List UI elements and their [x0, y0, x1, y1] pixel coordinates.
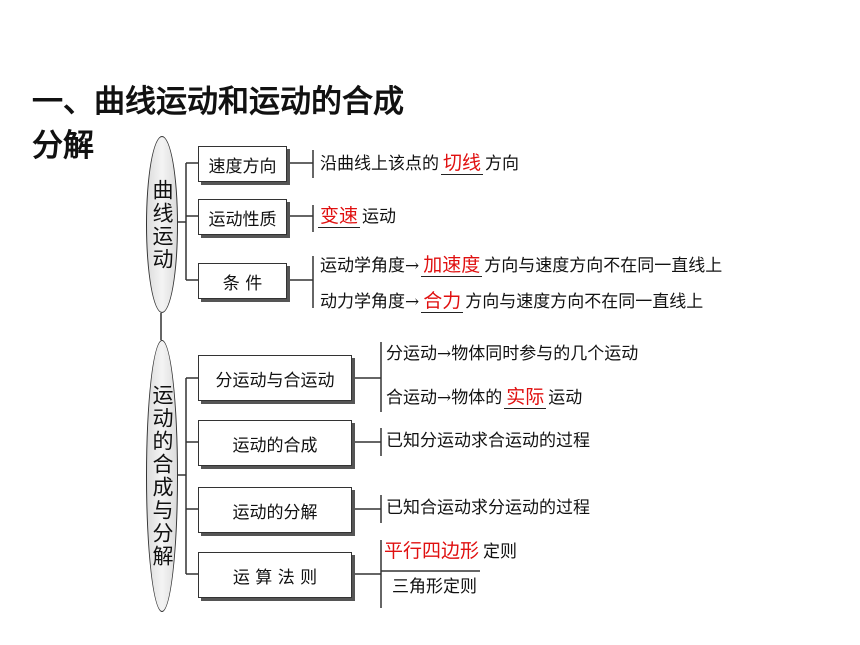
dynamics-condition-text: 动力学角度→合力方向与速度方向不在同一直线上: [320, 290, 703, 313]
box-operation-rule: 运 算 法 则: [198, 552, 352, 598]
box-label: 分运动与合运动: [215, 370, 335, 391]
box-label: 运 算 法 则: [232, 567, 318, 588]
composition-process-text: 已知分运动求合运动的过程: [386, 430, 590, 452]
box-condition: 条 件: [198, 263, 287, 299]
text-post: 方向与速度方向不在同一直线上: [484, 256, 723, 276]
title-line-2: 分解: [32, 128, 94, 164]
answer-tangent: 切线: [441, 152, 484, 175]
box-composition: 运动的合成: [198, 420, 352, 466]
decomposition-process-text: 已知合运动求分运动的过程: [386, 497, 590, 519]
box-label: 运动的分解: [232, 502, 318, 523]
composition-label: 运动的合成与分解: [150, 384, 174, 568]
title-line-1: 一、曲线运动和运动的合成: [32, 84, 404, 120]
box-label: 运动性质: [208, 209, 277, 230]
answer-net-force: 合力: [421, 290, 464, 313]
text-pre: 动力学角度→: [320, 292, 420, 312]
text-post: 方向: [485, 154, 520, 174]
text-pre: 运动学角度→: [320, 256, 420, 276]
box-label: 运动的合成: [232, 435, 318, 456]
box-component-resultant: 分运动与合运动: [198, 355, 352, 401]
triangle-rule-text: 三角形定则: [392, 576, 477, 598]
answer-variable-speed: 变速: [318, 205, 361, 228]
text-post: 运动: [362, 207, 397, 227]
box-label: 速度方向: [208, 156, 277, 177]
box-decomposition: 运动的分解: [198, 487, 352, 533]
text-pre: 三角形定则: [392, 577, 477, 597]
text-pre: 沿曲线上该点的: [320, 154, 439, 174]
text-post: 定则: [483, 542, 518, 562]
box-velocity-direction: 速度方向: [198, 146, 287, 182]
text-pre: 合运动→物体的: [386, 388, 503, 408]
curve-motion-label: 曲线运动: [150, 178, 174, 271]
text-pre: 已知合运动求分运动的过程: [386, 498, 590, 518]
page-title: 一、曲线运动和运动的合成 分解: [32, 80, 404, 168]
curve-motion-ellipse: 曲线运动: [146, 136, 178, 313]
answer-parallelogram: 平行四边形: [384, 540, 480, 562]
component-motion-text: 分运动→物体同时参与的几个运动: [386, 343, 638, 365]
text-pre: 已知分运动求合运动的过程: [386, 431, 590, 451]
box-motion-nature: 运动性质: [198, 199, 287, 235]
resultant-motion-text: 合运动→物体的实际运动: [386, 386, 582, 409]
text-post: 方向与速度方向不在同一直线上: [465, 292, 704, 312]
composition-ellipse: 运动的合成与分解: [146, 340, 178, 612]
text-pre: 分运动→物体同时参与的几个运动: [386, 344, 639, 364]
answer-acceleration: 加速度: [421, 254, 483, 277]
box-label: 条 件: [222, 273, 263, 294]
velocity-direction-text: 沿曲线上该点的切线方向: [320, 152, 519, 175]
kinematics-condition-text: 运动学角度→加速度方向与速度方向不在同一直线上: [320, 254, 722, 277]
motion-nature-text: 变速运动: [316, 205, 396, 228]
parallelogram-rule-text: 平行四边形定则: [380, 540, 517, 563]
answer-actual: 实际: [504, 386, 547, 409]
text-post: 运动: [548, 388, 583, 408]
